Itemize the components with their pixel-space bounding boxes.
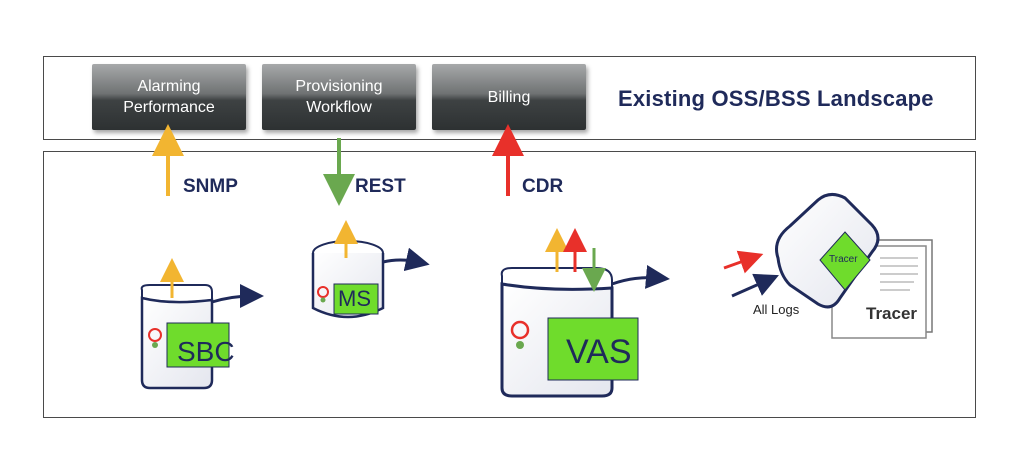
provisioning-workflow-label: Provisioning Workflow (295, 78, 383, 116)
rest-label: REST (355, 176, 406, 197)
alarming-performance-label: Alarming Performance (123, 78, 215, 116)
tracer-diamond-label: Tracer (829, 254, 858, 265)
ms-label: MS (338, 286, 371, 311)
all-logs-label: All Logs (753, 302, 800, 317)
ms-out-arrow (382, 247, 430, 272)
alarming-performance-box[interactable]: Alarming Performance (92, 64, 246, 130)
sbc-label: SBC (177, 336, 235, 367)
ms-node (311, 220, 430, 319)
snmp-label: SNMP (183, 176, 238, 197)
cdr-label: CDR (522, 176, 564, 197)
tracer-in-arrow-red (723, 250, 764, 274)
vas-out-arrow (611, 265, 670, 289)
billing-box[interactable]: Billing (432, 64, 586, 130)
landscape-title: Existing OSS/BSS Landscape (618, 86, 934, 111)
vas-node (500, 228, 670, 398)
tracer-doc-label: Tracer (866, 304, 918, 323)
tracer-node (723, 193, 933, 339)
vas-label: VAS (566, 333, 632, 371)
sbc-node (140, 258, 264, 390)
sbc-out-arrow (211, 284, 264, 309)
provisioning-workflow-box[interactable]: Provisioning Workflow (262, 64, 416, 130)
tracer-diamond (819, 231, 871, 291)
tracer-in-arrow-navy (731, 273, 779, 298)
billing-label: Billing (487, 88, 531, 106)
